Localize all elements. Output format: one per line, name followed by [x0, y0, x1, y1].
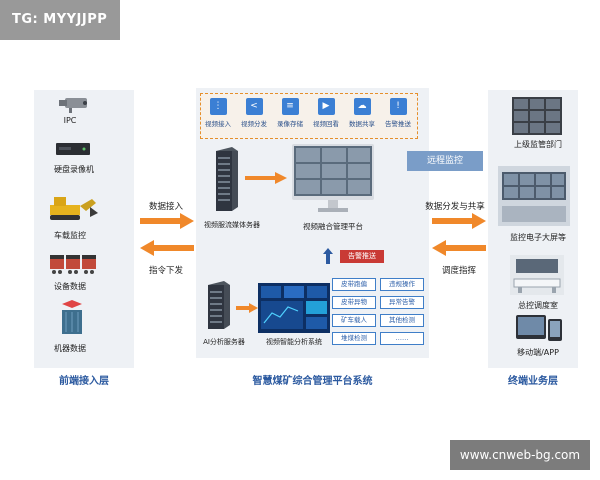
terminal-label-control-room: 总控调度室 [518, 301, 558, 310]
flow-label-dispatch: 调度指挥 [441, 266, 476, 276]
detection-tag: 违规操作 [380, 278, 424, 291]
detection-tag: 异常告警 [380, 296, 424, 309]
detection-grid: 皮带跑偏 违规操作 皮带异物 异常告警 矿车载人 其他检测 堆煤检测 …… [332, 278, 426, 350]
platform-title: 智慧煤矿综合管理平台系统 [252, 376, 373, 387]
terminal-label-mobile: 移动端/APP [517, 348, 559, 357]
function-item: < 视频分发 [237, 98, 271, 128]
big-screen-icon [498, 166, 570, 226]
remote-monitor-badge: 远程监控 [407, 151, 483, 171]
device-label-ipc: IPC [63, 116, 77, 125]
share-icon: < [245, 98, 263, 115]
arrow-right-icon [140, 213, 194, 229]
function-item: ☁ 数据共享 [345, 98, 379, 128]
function-item: ! 告警推送 [381, 98, 415, 128]
flow-label-cmd-down: 指令下发 [148, 266, 183, 276]
function-item: ≡ 录像存储 [273, 98, 307, 128]
monitor-icon [292, 144, 374, 212]
detection-tag: 皮带异物 [332, 296, 376, 309]
ipc-camera-icon [59, 98, 87, 113]
warning-icon: ! [389, 98, 407, 115]
arrow-right-icon [245, 172, 287, 184]
front-end-title: 前端接入层 [59, 376, 109, 387]
ai-dashboard-icon [258, 283, 330, 333]
video-wall-icon [512, 97, 562, 135]
ai-server-label: AI分析服务器 [203, 338, 245, 346]
video-access-icon: ⋮ [209, 98, 227, 115]
media-server-label: 视频服流媒体务器 [204, 221, 260, 229]
arrow-up-icon [323, 248, 333, 264]
arrow-left-icon [140, 240, 194, 256]
playback-icon: ▶ [317, 98, 335, 115]
vehicle-excavator-icon [50, 197, 98, 220]
arrow-right-icon [236, 303, 258, 313]
detection-tag: 矿车载人 [332, 314, 376, 327]
detection-tag: …… [380, 332, 424, 345]
terminal-label-supervisor: 上级监管部门 [514, 140, 562, 149]
site-label: www.cnweb-bg.com [450, 440, 590, 470]
function-item: ⋮ 视频接入 [201, 98, 235, 128]
cloud-icon: ☁ [353, 98, 371, 115]
watermark-tag: TG: MYYJJPP [0, 0, 120, 40]
detection-tag: 堆煤检测 [332, 332, 376, 345]
front-end-panel [34, 90, 134, 368]
device-label-vehicle: 车载监控 [54, 231, 86, 240]
device-label-equipment: 设备数据 [54, 282, 86, 291]
detection-tag: 其他检测 [380, 314, 424, 327]
terminal-title: 终端业务层 [508, 376, 558, 387]
flow-label-share: 数据分发与共享 [425, 202, 485, 212]
device-label-machine: 机器数据 [54, 344, 86, 353]
mobile-devices-icon [516, 315, 562, 341]
ai-server-icon [208, 281, 230, 329]
function-item: ▶ 视频回看 [309, 98, 343, 128]
flow-label-data-in: 数据接入 [148, 202, 183, 212]
dvr-icon [56, 143, 90, 155]
arrow-right-icon [432, 213, 486, 229]
ai-system-label: 视频智能分析系统 [266, 338, 322, 346]
device-label-dvr: 硬盘录像机 [54, 165, 94, 174]
arrow-left-icon [432, 240, 486, 256]
detection-tag: 皮带跑偏 [332, 278, 376, 291]
terminal-label-screen: 监控电子大屏等 [510, 233, 566, 242]
function-strip: ⋮ 视频接入 < 视频分发 ≡ 录像存储 ▶ 视频回看 ☁ 数据共享 ! 告警推… [200, 93, 418, 139]
storage-icon: ≡ [281, 98, 299, 115]
control-room-icon [510, 255, 564, 295]
media-server-icon [216, 147, 238, 211]
fusion-platform-label: 视频融合管理平台 [303, 222, 363, 231]
machine-box-icon [62, 300, 82, 334]
mine-cart-icon [50, 255, 96, 274]
alert-push-badge: 告警推送 [340, 250, 384, 263]
